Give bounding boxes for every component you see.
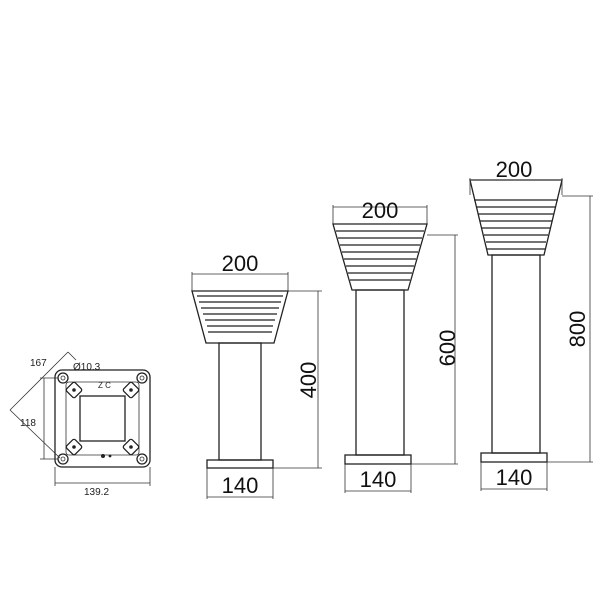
mounting-holes: [57, 372, 148, 465]
bollard-400-head: [191, 290, 289, 344]
dim-diagonal-label: 167: [30, 358, 47, 369]
bollard-600-fins: [336, 230, 424, 281]
bollard-600-top-width: 200: [362, 198, 399, 223]
dim-side-label: 118: [20, 418, 36, 429]
bollard-800-fins: [474, 199, 558, 250]
bollard-800-height: 800: [565, 311, 590, 348]
cable-hole-icon: [101, 454, 105, 458]
bollard-800: 200 140 800: [469, 157, 593, 491]
bollard-600-head: [332, 223, 428, 291]
dim-width-label: 139.2: [84, 487, 109, 498]
bollard-600-base: [344, 454, 412, 465]
bollard-400-height: 400: [296, 362, 321, 399]
base-plate-opening: [79, 395, 126, 442]
dim-hole-label: Ø10.3: [73, 362, 101, 373]
bollard-400-base-width: 140: [222, 473, 259, 498]
bollard-800-top-width: 200: [496, 157, 533, 182]
base-plate-top-view: Z C 167 Ø10.3 118 139.2: [9, 351, 151, 498]
corner-bosses: [65, 381, 140, 456]
bollard-800-head: [469, 179, 563, 256]
base-plate-frame: [65, 381, 140, 456]
bollard-400-base: [206, 459, 274, 469]
bollard-800-base: [480, 452, 548, 463]
bollard-600-base-width: 140: [360, 467, 397, 492]
bollard-400-fins: [197, 295, 283, 333]
bollard-400-post: [218, 342, 262, 461]
bollard-400: 200 140 400: [191, 251, 322, 499]
bollard-800-base-width: 140: [496, 465, 533, 490]
bollard-600-post: [355, 289, 405, 456]
bollard-600: 200 140 600: [332, 198, 460, 493]
base-plate-outline: [54, 369, 151, 468]
bollard-800-post: [491, 254, 541, 454]
bollard-600-height: 600: [435, 330, 460, 367]
plate-mark: Z C: [98, 381, 111, 390]
dim-diagonal-line: [9, 351, 69, 411]
bollard-400-top-width: 200: [222, 251, 259, 276]
